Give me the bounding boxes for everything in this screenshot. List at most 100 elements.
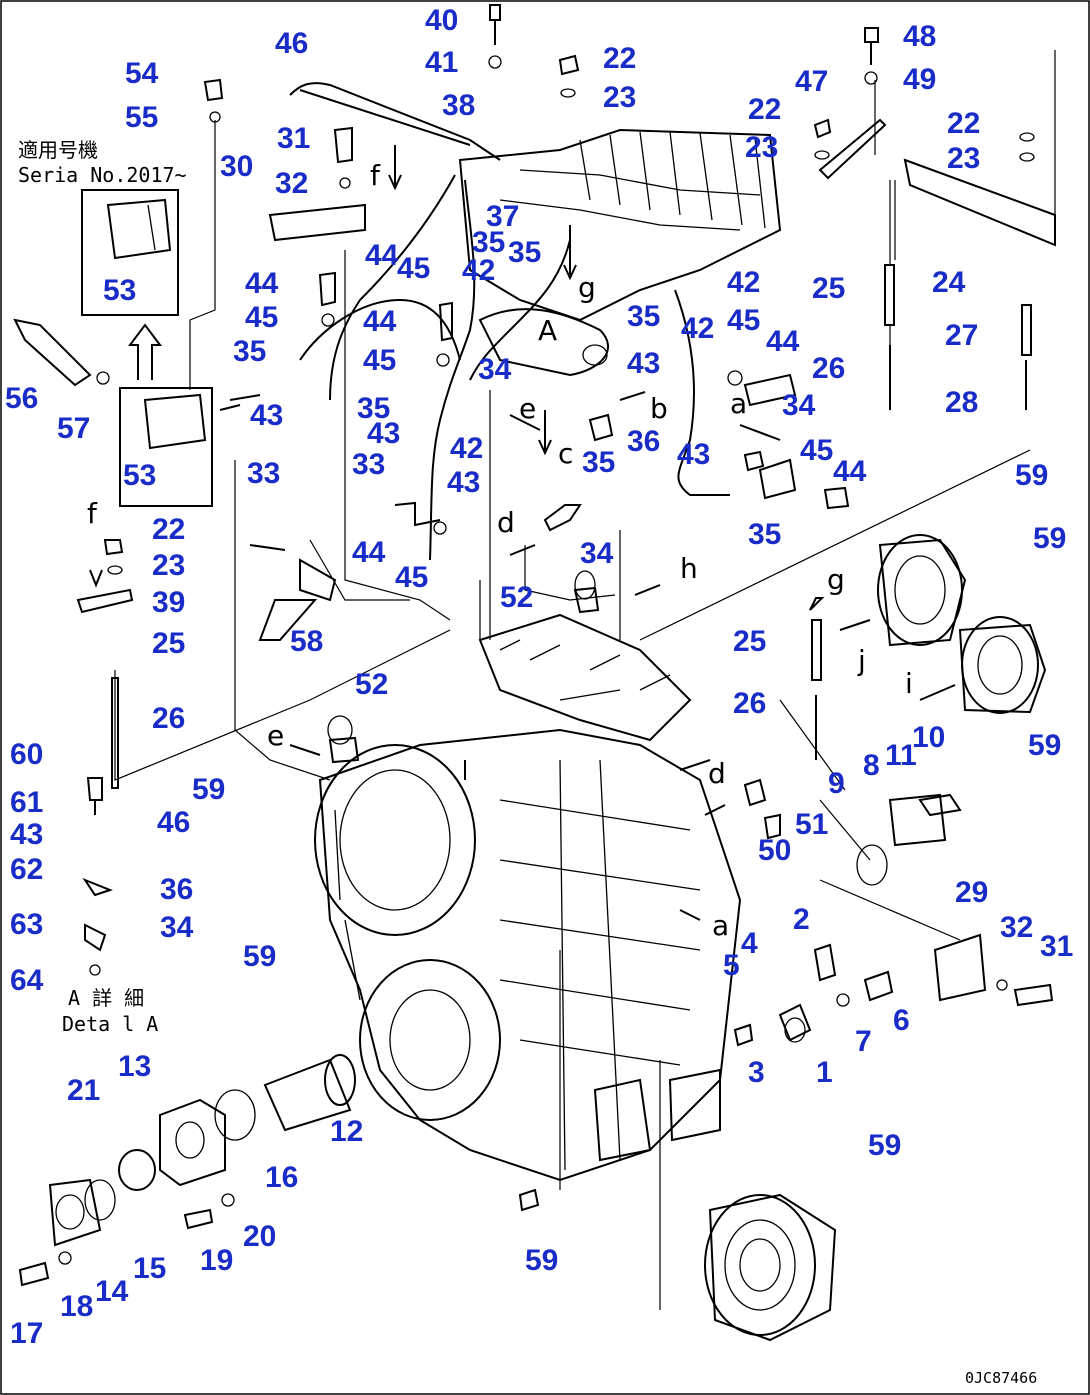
- callout-57: 57: [57, 412, 90, 445]
- callout-42: 42: [462, 254, 495, 287]
- callout-50: 50: [758, 834, 791, 867]
- callout-23: 23: [152, 549, 185, 582]
- callout-15: 15: [133, 1252, 166, 1285]
- callout-44: 44: [245, 267, 279, 300]
- callout-1: 1: [816, 1056, 833, 1089]
- callout-45: 45: [727, 304, 760, 337]
- callout-34: 34: [160, 911, 194, 944]
- rod-25-26-right: [884, 180, 1032, 410]
- callout-54: 54: [125, 57, 159, 90]
- note-serial-en: Seria No.2017~: [18, 163, 187, 187]
- cover-plate-24: [903, 158, 1056, 247]
- callout-42: 42: [450, 432, 483, 465]
- callout-34: 34: [478, 353, 512, 386]
- callout-59: 59: [868, 1129, 901, 1162]
- callout-59: 59: [243, 940, 276, 973]
- callout-59: 59: [192, 773, 225, 806]
- callout-30: 30: [220, 150, 253, 183]
- callout-51: 51: [795, 808, 828, 841]
- callout-40: 40: [425, 4, 458, 37]
- callout-43: 43: [447, 466, 480, 499]
- callout-4: 4: [741, 927, 758, 960]
- callout-25: 25: [733, 625, 766, 658]
- callout-22: 22: [748, 93, 781, 126]
- callout-29: 29: [955, 876, 988, 909]
- callout-22: 22: [152, 513, 185, 546]
- callout-23: 23: [745, 131, 778, 164]
- cover-assembly-59-lower: [704, 1193, 837, 1342]
- callout-25: 25: [152, 627, 185, 660]
- callout-53: 53: [103, 274, 136, 307]
- callout-35: 35: [472, 226, 505, 259]
- callout-37: 37: [486, 200, 519, 233]
- callout-45: 45: [363, 344, 396, 377]
- callout-44: 44: [363, 305, 397, 338]
- letter-d-right: d: [708, 757, 726, 790]
- callout-58: 58: [290, 625, 323, 658]
- callout-36: 36: [627, 425, 660, 458]
- letter-A: A: [538, 314, 557, 347]
- arrow-up: [128, 323, 162, 380]
- callout-23: 23: [603, 81, 636, 114]
- callout-38: 38: [442, 89, 475, 122]
- callout-39: 39: [152, 586, 185, 619]
- callout-10: 10: [912, 721, 945, 754]
- detail-box-53: [81, 189, 179, 316]
- callout-26: 26: [152, 702, 185, 735]
- hardware-bits: [13, 4, 1054, 1287]
- callout-45: 45: [245, 301, 278, 334]
- letter-f-top: f: [370, 159, 381, 192]
- callout-46: 46: [157, 806, 190, 839]
- callout-35: 35: [233, 335, 266, 368]
- detail-box-53-b: [119, 387, 213, 507]
- callout-44: 44: [352, 536, 386, 569]
- callout-59: 59: [525, 1244, 558, 1277]
- control-valve-upper: [458, 128, 782, 377]
- callout-2: 2: [793, 903, 810, 936]
- note-detail-jp: A 詳 細: [68, 986, 144, 1010]
- view-letters: f g A a b e c d f h g j i e d a: [87, 159, 913, 942]
- callout-33: 33: [352, 448, 385, 481]
- letter-a-bottom: a: [712, 909, 729, 942]
- callout-62: 62: [10, 853, 43, 886]
- callout-43: 43: [250, 399, 283, 432]
- callout-44: 44: [833, 455, 867, 488]
- callout-42: 42: [681, 312, 714, 345]
- callout-60: 60: [10, 738, 43, 771]
- callout-6: 6: [893, 1004, 910, 1037]
- callout-22: 22: [603, 42, 636, 75]
- callout-13: 13: [118, 1050, 151, 1083]
- callout-45: 45: [800, 434, 833, 467]
- callout-35: 35: [357, 392, 390, 425]
- callout-33: 33: [247, 457, 280, 490]
- callout-8: 8: [863, 749, 880, 782]
- callout-59: 59: [1015, 459, 1048, 492]
- callout-22: 22: [947, 107, 980, 140]
- bracket-47: [818, 118, 887, 180]
- callout-35: 35: [748, 518, 781, 551]
- callout-43: 43: [677, 438, 710, 471]
- callout-32: 32: [1000, 911, 1033, 944]
- filter-parts-12-21: [48, 1054, 356, 1247]
- letter-e-left: e: [267, 719, 284, 752]
- direction-arrows: [89, 145, 956, 921]
- callout-31: 31: [277, 122, 310, 155]
- callout-59: 59: [1033, 522, 1066, 555]
- callout-47: 47: [795, 65, 828, 98]
- letter-i: i: [905, 667, 913, 700]
- letter-j: j: [857, 644, 866, 677]
- callout-11: 11: [885, 739, 917, 772]
- letter-c: c: [558, 437, 573, 470]
- callout-46: 46: [275, 27, 308, 60]
- callout-14: 14: [95, 1275, 129, 1308]
- callout-49: 49: [903, 63, 936, 96]
- callout-21: 21: [67, 1074, 100, 1107]
- callout-48: 48: [903, 20, 936, 53]
- callout-24: 24: [932, 266, 966, 299]
- callout-45: 45: [395, 561, 428, 594]
- letter-h: h: [680, 552, 698, 585]
- callout-5: 5: [723, 949, 740, 982]
- callout-52: 52: [500, 581, 533, 614]
